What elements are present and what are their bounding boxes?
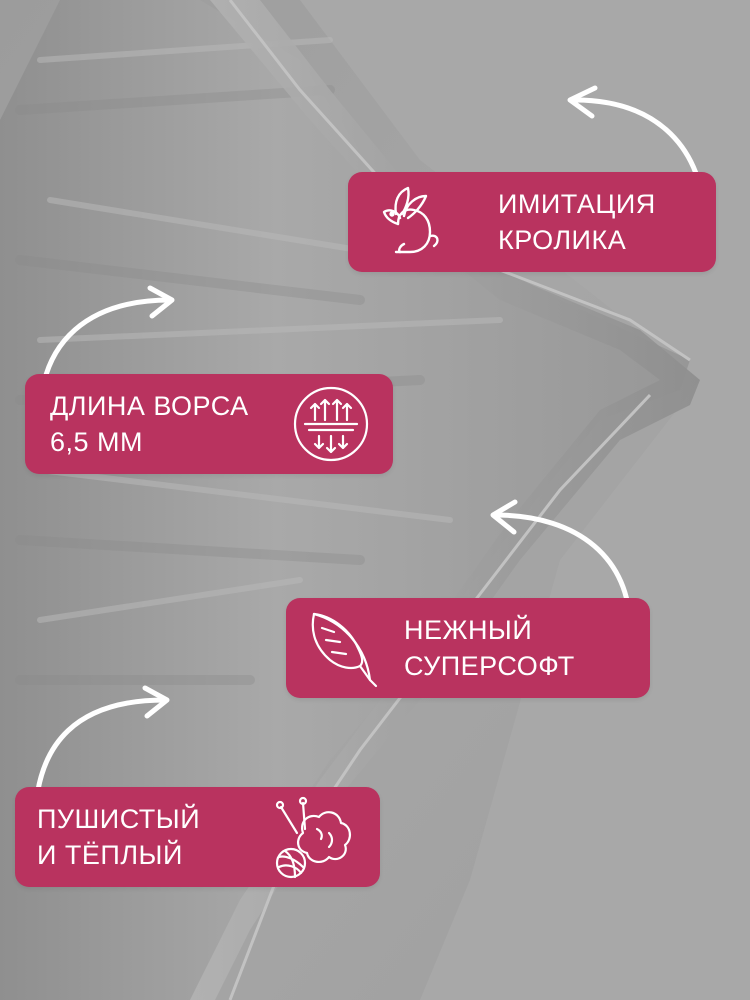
feature-line-1: ДЛИНА ВОРСА <box>50 391 249 421</box>
feature-badge-warmth: ПУШИСТЫЙ И ТЁПЛЫЙ <box>15 787 380 887</box>
feature-badge-softness: НЕЖНЫЙ СУПЕРСОФТ <box>286 598 650 698</box>
yarn-ball-icon <box>263 793 359 890</box>
feature-line-1: ПУШИСТЫЙ <box>37 804 201 834</box>
feature-badge-pile-length: ДЛИНА ВОРСА 6,5 ММ <box>25 374 393 474</box>
feature-line-2: КРОЛИКА <box>498 225 627 255</box>
feature-badge-rabbit: ИМИТАЦИЯ КРОЛИКА <box>348 172 716 272</box>
feather-icon <box>304 608 384 697</box>
rabbit-icon <box>368 184 448 269</box>
feature-line-1: НЕЖНЫЙ <box>404 615 533 645</box>
feature-line-2: СУПЕРСОФТ <box>404 651 575 681</box>
feature-line-1: ИМИТАЦИЯ <box>498 189 656 219</box>
feature-line-2: И ТЁПЛЫЙ <box>37 840 183 870</box>
pile-length-icon <box>291 384 371 469</box>
feature-line-2: 6,5 ММ <box>50 427 144 457</box>
